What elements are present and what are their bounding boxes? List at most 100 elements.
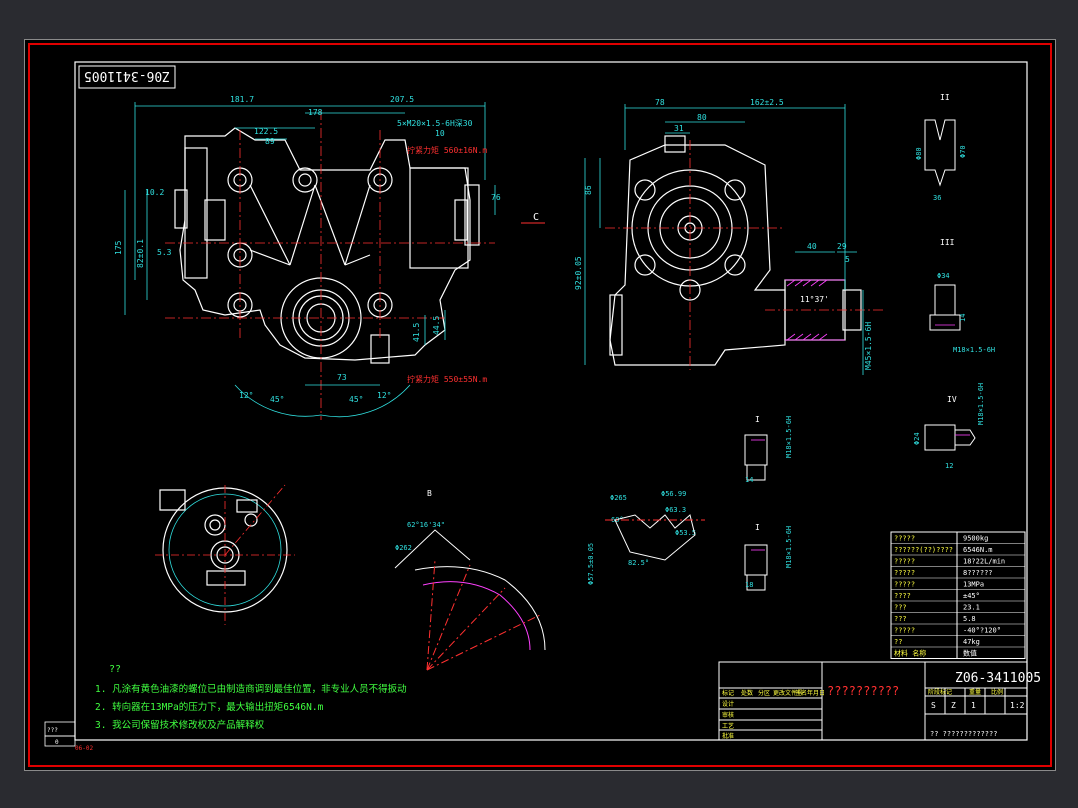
svg-text:12°: 12° <box>377 391 391 400</box>
outer-frame <box>28 43 1052 767</box>
top-view-callouts: 拧紧力矩 560±16N.m 拧紧力矩 550±55N.m C <box>407 145 545 384</box>
spec-label: ????? <box>894 535 915 543</box>
svg-text:80: 80 <box>697 113 707 122</box>
spec-value: -40°?120° <box>963 627 1001 635</box>
svg-text:拧紧力矩 550±55N.m: 拧紧力矩 550±55N.m <box>407 374 487 384</box>
svg-text:12°: 12° <box>239 391 253 400</box>
svg-text:B: B <box>427 489 432 498</box>
front-view <box>159 487 288 613</box>
title-block <box>718 661 1028 741</box>
spec-label: ??? <box>894 615 907 623</box>
svg-text:76: 76 <box>491 193 501 202</box>
svg-text:审核: 审核 <box>722 711 734 719</box>
svg-text:III: III <box>940 238 955 247</box>
svg-text:12: 12 <box>945 462 953 470</box>
spec-value: 5.8 <box>963 615 976 623</box>
svg-text:1:2: 1:2 <box>1010 701 1025 710</box>
svg-text:II: II <box>940 93 950 102</box>
spec-label: ????? <box>894 558 915 566</box>
top-view-centerlines <box>165 110 495 420</box>
spec-value: ±45° <box>963 592 980 600</box>
svg-text:178: 178 <box>308 108 323 117</box>
svg-text:M18×1.5-6H: M18×1.5-6H <box>785 416 793 458</box>
svg-text:分区: 分区 <box>758 689 770 697</box>
svg-text:45°: 45° <box>349 395 363 404</box>
spec-table: ?????9500kg??????(??)????6546N.m?????18?… <box>890 531 1026 659</box>
spec-value: 数值 <box>963 649 977 658</box>
svg-text:I: I <box>755 523 760 532</box>
detail-hatch <box>751 324 970 551</box>
svg-text:44.5: 44.5 <box>432 316 441 335</box>
svg-text:122.5: 122.5 <box>254 127 278 136</box>
mirrored-number-box: Z06-3411005 <box>78 65 176 89</box>
svg-text:45°: 45° <box>270 395 284 404</box>
svg-text:M18×1.5-6H: M18×1.5-6H <box>977 383 985 425</box>
detail-labels: II III IV I I B <box>427 93 957 532</box>
svg-text:29: 29 <box>837 242 847 251</box>
spec-value: 47kg <box>963 638 980 646</box>
spec-value: 8?????? <box>963 569 993 577</box>
svg-text:S: S <box>931 701 936 710</box>
svg-text:10: 10 <box>435 129 445 138</box>
spec-value: 23.1 <box>963 604 980 612</box>
gear-detail <box>605 514 705 561</box>
svg-text:1: 1 <box>971 701 976 710</box>
svg-text:36: 36 <box>933 194 941 202</box>
svg-text:175: 175 <box>114 240 123 255</box>
svg-text:拧紧力矩 560±16N.m: 拧紧力矩 560±16N.m <box>407 145 487 155</box>
drawing-number: Z06-3411005 <box>955 671 1041 686</box>
title-block-text: Z06-3411005 ?????????? ?? ????????????? … <box>722 671 1041 740</box>
svg-text:C: C <box>533 212 539 223</box>
svg-text:Φ265: Φ265 <box>610 494 627 502</box>
svg-text:签名: 签名 <box>795 689 807 697</box>
svg-text:18: 18 <box>745 581 753 589</box>
side-view-dimensions <box>584 104 864 375</box>
svg-text:更改文件号: 更改文件号 <box>773 689 803 697</box>
rack-fan <box>394 529 546 671</box>
svg-text:Φ34: Φ34 <box>937 272 950 280</box>
spec-value: 13MPa <box>963 581 984 589</box>
drawing-sheet[interactable]: Z06-3411005 <box>24 39 1056 771</box>
top-view-dim-text: 181.7 207.5 178 122.5 89 5×M20×1.5-6H深30… <box>114 95 501 404</box>
svg-text:78: 78 <box>655 98 665 107</box>
spec-label: ????? <box>894 569 915 577</box>
note-item: 2. 转向器在13MPa的压力下，最大输出扭矩6546N.m <box>95 701 324 713</box>
svg-text:Φ262: Φ262 <box>395 544 412 552</box>
svg-text:M18×1.5-6H: M18×1.5-6H <box>953 346 995 354</box>
svg-text:207.5: 207.5 <box>390 95 414 104</box>
svg-text:14: 14 <box>745 476 753 484</box>
svg-text:86: 86 <box>584 185 593 195</box>
svg-text:5.3: 5.3 <box>157 248 172 257</box>
spec-value: 6546N.m <box>963 546 993 554</box>
svg-text:???: ??? <box>47 727 58 734</box>
svg-text:10.2: 10.2 <box>145 188 164 197</box>
svg-text:Φ70: Φ70 <box>959 145 967 158</box>
svg-text:批准: 批准 <box>722 732 734 740</box>
svg-text:工艺: 工艺 <box>722 722 734 730</box>
notes-heading: ?? <box>109 664 121 675</box>
company-name: ?? ????????????? <box>930 730 997 738</box>
front-view-centerlines <box>155 484 295 625</box>
svg-text:73: 73 <box>337 373 347 382</box>
svg-text:M18×1.5-6H: M18×1.5-6H <box>785 526 793 568</box>
svg-text:62°16'34": 62°16'34" <box>407 521 445 529</box>
top-view-dimensions <box>124 102 496 418</box>
svg-text:41.5: 41.5 <box>412 323 421 342</box>
svg-text:162±2.5: 162±2.5 <box>750 98 784 107</box>
svg-text:Φ53.5: Φ53.5 <box>675 529 696 537</box>
detail-views <box>744 119 976 591</box>
svg-text:Φ24: Φ24 <box>913 432 921 445</box>
svg-text:Φ56.99: Φ56.99 <box>661 490 686 498</box>
svg-text:31: 31 <box>674 124 684 133</box>
spec-label: ??????(??)???? <box>894 546 953 554</box>
svg-text:Φ63.3: Φ63.3 <box>665 506 686 514</box>
sheet-code: 06-02 <box>75 745 93 752</box>
svg-text:14: 14 <box>959 314 967 322</box>
svg-text:M45×1.5-6H: M45×1.5-6H <box>864 322 873 370</box>
side-view-dim-text: 78 162±2.5 80 31 86 92±0.05 40 29 5 11°3… <box>574 98 873 370</box>
svg-text:Φ57.5±0.05: Φ57.5±0.05 <box>587 543 595 585</box>
spec-label: ?? <box>894 638 902 646</box>
svg-text:年月日: 年月日 <box>807 689 825 697</box>
spec-table-frame <box>890 531 1026 659</box>
